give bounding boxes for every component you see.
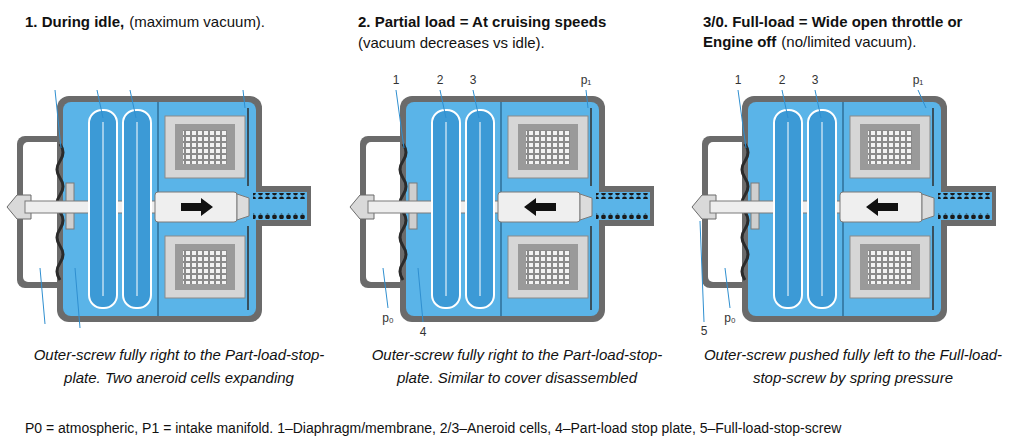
leader-line [418,268,423,322]
panel-caption: Outer-screw fully right to the Part-load… [356,343,678,389]
callout-number: 1 [735,74,742,86]
pressure-label: p₁ [913,74,924,86]
callout-number: 5 [701,325,708,337]
leader-line [782,90,788,118]
leader-line [440,90,446,118]
leader-line [738,90,746,148]
part-load-panel-figure [350,90,654,322]
idle-panel-figure [7,90,311,328]
pressure-label: p₀ [382,312,394,324]
leader-line [130,90,136,118]
panel-subtitle: (vacuum decreases vs idle). [358,33,545,53]
vacuum-unit [7,96,311,322]
full-load-panel-figure [692,90,996,322]
leader-line [243,90,245,108]
vacuum-unit [350,96,654,322]
footer-caption: P0 = atmospheric, P1 = intake manifold. … [25,419,841,437]
leader-line [97,90,103,118]
pressure-label: p₀ [724,312,736,324]
vacuum-unit [692,96,996,322]
leader-lines [383,90,588,322]
panel-subtitle: (maximum vacuum). [129,12,265,32]
panel-caption: Outer-screw pushed fully left to the Ful… [697,343,1009,389]
callout-number: 4 [420,326,427,338]
leader-line [918,90,926,108]
panel-subtitle: (no/limited vacuum). [781,32,916,52]
callout-number: 3 [812,74,819,86]
callout-number: 2 [779,74,786,86]
leader-line [700,221,704,322]
panel-title: 2. Partial load = At cruising speeds [358,12,678,32]
motion-arrow [181,198,213,216]
pressure-label: p₁ [581,74,592,86]
leader-line [55,90,61,148]
callout-number: 3 [470,74,477,86]
motion-arrow [866,198,898,216]
leader-lines [40,90,245,328]
leader-line [815,90,821,118]
leader-line [586,90,588,108]
callout-number: 1 [393,74,400,86]
leader-line [40,268,45,324]
leader-line [75,268,80,328]
leader-line [396,90,404,148]
panel-caption: Outer-screw fully right to the Part-load… [18,343,340,389]
callout-number: 2 [437,74,444,86]
panel-title: 1. During idle, [25,12,124,32]
motion-arrow [524,198,556,216]
leader-line [725,268,730,308]
leader-line [473,90,479,118]
leader-lines [700,90,926,322]
leader-line [383,268,388,308]
